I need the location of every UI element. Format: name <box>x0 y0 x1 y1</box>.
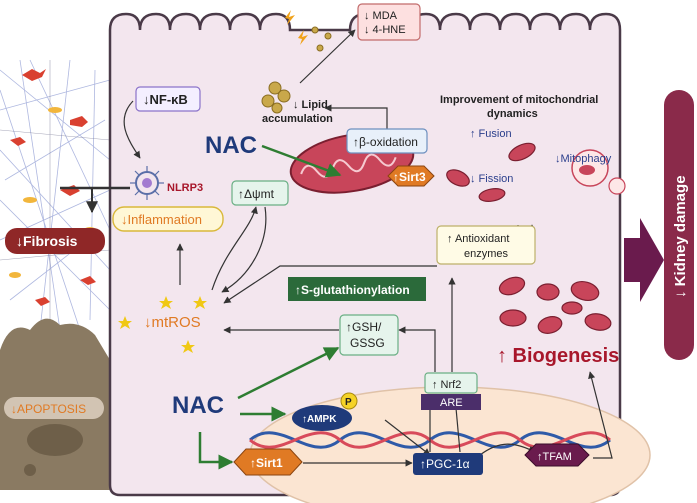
phosphate-icon <box>340 392 358 410</box>
lipid-droplets <box>261 81 291 114</box>
mda-box <box>357 3 421 41</box>
beta-oxidation-box <box>346 128 428 154</box>
antioxidant-label-2: enzymes <box>464 248 509 260</box>
s-glutathionylation-label: ↑S-glutathionylation <box>295 283 410 297</box>
membrane-potential-label: ↑Δψmt <box>238 187 275 201</box>
mito-dynamics-title-1: Improvement of mitochondrial <box>440 94 598 106</box>
beta-oxidation-label: ↑β-oxidation <box>353 135 418 149</box>
nac-arrows <box>198 144 342 470</box>
nac-bottom-label: NAC <box>172 392 224 419</box>
fibrous-tissue <box>0 40 111 340</box>
kidney-damage-arrow <box>624 218 664 302</box>
phosphate-label: P <box>345 397 352 408</box>
nfkb-box <box>135 86 201 112</box>
pgc1a-box <box>413 453 483 475</box>
mda-label: ↓ MDA <box>364 10 398 22</box>
inflammation-box <box>112 206 224 232</box>
ros-star-icon <box>118 296 207 353</box>
mitophagy-icon <box>571 149 626 195</box>
connectors <box>60 29 613 467</box>
lipid-label-1: ↓ Lipid <box>293 99 328 111</box>
sirt1-node <box>233 448 303 476</box>
nfkb-label: ↓NF-κB <box>143 92 188 107</box>
tfam-label: ↑TFAM <box>537 451 572 463</box>
nlrp3-label: NLRP3 <box>167 182 203 194</box>
mito-dynamics-title-2: dynamics <box>487 108 538 120</box>
ampk-label: ↑AMPK <box>302 414 337 425</box>
antioxidant-label-1: ↑ Antioxidant <box>447 233 509 245</box>
are-label: ARE <box>440 397 463 409</box>
mtros-label: ↓mtROS <box>144 314 201 331</box>
biogenesis-label: ↑ Biogenesis <box>497 345 619 367</box>
gsh-gssg-box <box>339 314 399 356</box>
mitophagy-label: ↓Mitophagy <box>555 153 612 165</box>
apoptosis-box <box>4 397 104 419</box>
sirt3-node <box>387 165 435 187</box>
fission-label: ↓ Fission <box>470 173 513 185</box>
are-box <box>421 394 481 410</box>
apoptosis-label: ↓APOPTOSIS <box>11 402 86 416</box>
fibrosis-box <box>5 228 105 254</box>
ampk-node <box>292 405 352 431</box>
inflammation-label: ↓Inflammation <box>121 212 202 227</box>
fibrosis-label: ↓Fibrosis <box>16 233 78 249</box>
ros-lightning-icon <box>285 10 308 45</box>
kidney-damage-bar <box>664 90 694 360</box>
nac-top-label: NAC <box>205 132 257 159</box>
hne-label: ↓ 4-HNE <box>364 24 406 36</box>
lipid-label-2: accumulation <box>262 113 333 125</box>
nlrp3-inflammasome-icon <box>130 166 164 200</box>
gsh-label: ↑GSH/ <box>346 320 382 334</box>
membrane-potential-box <box>231 180 289 206</box>
s-glutathionylation-box <box>288 277 426 301</box>
sirt3-label: ↑Sirt3 <box>393 170 426 184</box>
kidney-damage-label: ↓ Kidney damage <box>672 175 689 298</box>
tfam-node <box>524 443 590 467</box>
biogenesis-mitochondria <box>498 276 612 334</box>
gssg-label: GSSG <box>350 336 385 350</box>
nrf2-box <box>424 372 478 394</box>
pgc1a-label: ↑PGC-1α <box>420 457 470 471</box>
fusion-label: ↑ Fusion <box>470 128 512 140</box>
mitochondria-dynamics <box>446 142 536 202</box>
antioxidant-box <box>436 225 536 265</box>
nrf2-label: ↑ Nrf2 <box>432 379 461 391</box>
sirt1-label: ↑Sirt1 <box>250 456 283 470</box>
